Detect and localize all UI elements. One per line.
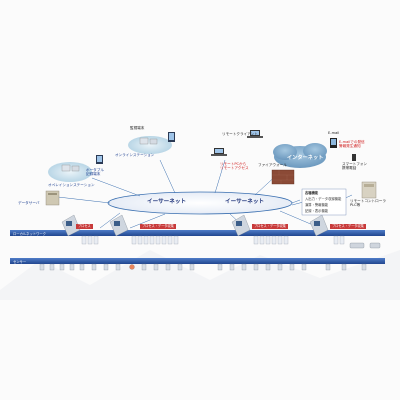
sensor-bus — [10, 258, 385, 264]
process-tag: プロセス・データ収集 — [330, 224, 366, 229]
operator-station-top[interactable] — [128, 132, 175, 154]
email-note-label: E-mailでの発信 警報発生通知 — [339, 140, 365, 149]
ethernet-label-left: イーサーネット — [147, 199, 187, 205]
recorder-units — [61, 214, 329, 237]
callout-item: 入出力・データ収録機能 — [305, 197, 342, 201]
sensor-bus-label: センサー — [13, 260, 27, 264]
remote-controller-label: リモートコントローラ PLC等 — [350, 199, 386, 208]
callout-item: 演算・警報機能 — [305, 203, 329, 207]
local-network-bus — [10, 230, 385, 236]
sensor-devices — [39, 263, 367, 271]
process-tag: プロセス — [76, 224, 93, 229]
remote-client-laptop[interactable] — [211, 130, 263, 156]
function-callout-box — [301, 188, 347, 216]
ethernet-ring — [107, 191, 293, 215]
operator-station-top-label: オンラインステーション — [115, 153, 155, 157]
local-network-label: ローカルネットワーク — [13, 232, 46, 236]
internet-cloud[interactable] — [273, 143, 327, 168]
process-tag: プロセス・データ収集 — [252, 224, 288, 229]
monitor-note-label: 監視端末 — [130, 126, 145, 130]
ethernet-label-right: イーサーネット — [225, 199, 265, 205]
callout-item: 記録・表示機能 — [305, 209, 329, 213]
remote-controller-box[interactable] — [361, 181, 377, 199]
recorder-unit[interactable] — [109, 214, 129, 237]
process-tag: プロセス・データ収集 — [140, 224, 176, 229]
background-shapes — [0, 250, 400, 300]
portable-terminal[interactable] — [96, 155, 103, 164]
internet-label: インターネット — [287, 155, 324, 161]
flow-sensors — [349, 242, 381, 249]
email-label: E-mail — [328, 131, 340, 135]
firewall-bricks — [272, 170, 294, 184]
callout-title: 各種機能 — [305, 191, 319, 195]
recorder-unit[interactable] — [61, 214, 81, 237]
io-modules-upper — [81, 235, 345, 245]
smartphone-label: スマートフォン 携帯電話 — [342, 162, 368, 171]
data-server-label: データサーバ — [18, 201, 40, 205]
remote-access-label: リモートPCから リモートアクセス — [220, 162, 249, 171]
recorder-unit[interactable] — [309, 214, 329, 237]
data-server[interactable] — [45, 190, 60, 206]
operator-station-left[interactable] — [48, 162, 92, 182]
recorder-unit[interactable] — [231, 214, 251, 237]
portable-terminal-label: ポータブル 記録端末 — [86, 168, 104, 177]
remote-client-label: リモートクライアント — [222, 132, 258, 136]
operator-station-label: オペレイションステーション — [48, 183, 95, 187]
firewall-block — [271, 169, 295, 185]
firewall-label: ファイアウォール — [258, 163, 287, 167]
email-icon — [330, 138, 337, 148]
smartphone-icon — [352, 154, 356, 161]
